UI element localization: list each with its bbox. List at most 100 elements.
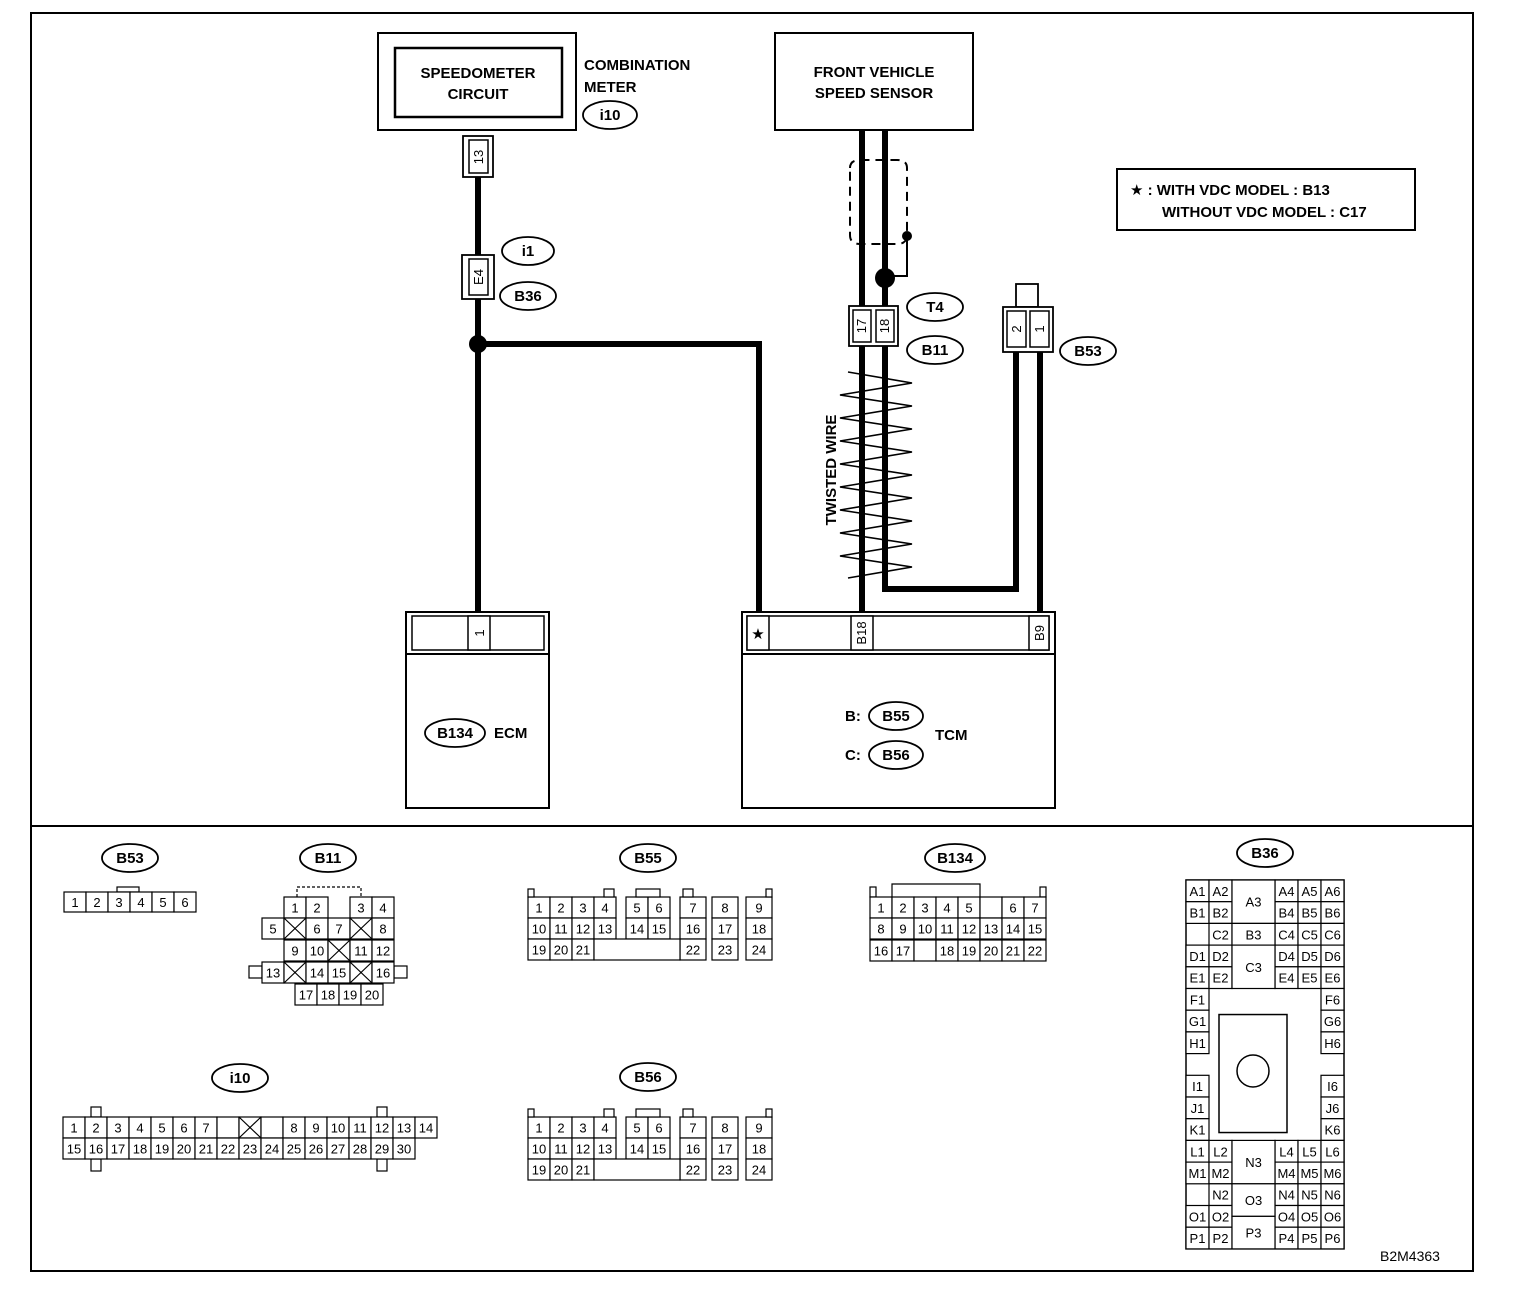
pin-cell [1185, 1031, 1210, 1055]
pin-label: O3 [1245, 1193, 1262, 1208]
pin-label: O4 [1278, 1209, 1295, 1224]
pin-label: 2 [557, 1121, 564, 1136]
pin-label: 1 [70, 1121, 77, 1136]
pin-label: 2 [313, 901, 320, 916]
pin-label: 3 [921, 901, 928, 916]
b36-tag-text: B36 [514, 288, 542, 305]
tcm-box: ★ B18 B9 B: B55 C: B56 TCM [741, 611, 1056, 809]
pin-label: 4 [943, 901, 950, 916]
splice-point [469, 335, 487, 353]
pin-label: B2 [1213, 906, 1229, 921]
pin-cell [1231, 1139, 1276, 1185]
tcm-b-label: B: [845, 708, 861, 725]
ecm-box: 1 B134 ECM [405, 611, 550, 809]
pin-label: M4 [1277, 1166, 1295, 1181]
note-line2: WITHOUT VDC MODEL : C17 [1162, 204, 1367, 221]
pin-label: O6 [1324, 1209, 1341, 1224]
pin-label: 11 [554, 922, 568, 937]
pin-label: 24 [752, 943, 766, 958]
meter-pin-13: 13 [471, 150, 486, 164]
pin-label: 6 [1009, 901, 1016, 916]
pin-label: 5 [633, 901, 640, 916]
pin-label: 5 [633, 1121, 640, 1136]
pin-label: 5 [965, 901, 972, 916]
b134-tag [424, 718, 486, 748]
pin-label: L5 [1302, 1144, 1316, 1159]
pin-label: 27 [331, 1142, 345, 1157]
pin-label: N5 [1301, 1188, 1318, 1203]
pin-label: A5 [1302, 884, 1318, 899]
face-title-tag [619, 843, 677, 873]
b36-tag [499, 281, 557, 311]
pin-label: P1 [1190, 1231, 1206, 1246]
pin-label: 14 [630, 1142, 644, 1157]
pin-label: 2 [93, 895, 100, 910]
b11-tag-text: B11 [922, 342, 949, 359]
pin-label: 18 [940, 944, 954, 959]
pin-label: 10 [918, 922, 932, 937]
pin-label: K1 [1190, 1123, 1206, 1138]
pin-label: 6 [655, 901, 662, 916]
pin-label: D1 [1189, 949, 1206, 964]
tcm-c-label: C: [845, 747, 861, 764]
pin-label: M5 [1300, 1166, 1318, 1181]
pin-label: 16 [686, 1142, 700, 1157]
pin-label: B4 [1279, 906, 1295, 921]
pin-label: 19 [532, 943, 546, 958]
pin-label: 23 [243, 1142, 257, 1157]
pin-label: 24 [752, 1163, 766, 1178]
pin-label: 16 [376, 966, 390, 981]
pin-label: 4 [601, 901, 608, 916]
pin-label: E1 [1190, 971, 1206, 986]
pin-label: 9 [755, 1121, 762, 1136]
vdc-note: ★ : WITH VDC MODEL : B13 WITHOUT VDC MOD… [1116, 168, 1416, 231]
pin-cell [414, 1116, 438, 1139]
pin-label: 13 [397, 1121, 411, 1136]
inline-connector-e4: E4 i1 B36 [461, 236, 557, 311]
pin-label: 17 [111, 1142, 125, 1157]
pin-label: 14 [1006, 922, 1020, 937]
pin-label: 16 [874, 944, 888, 959]
pin-label: 28 [353, 1142, 367, 1157]
pin-label: 15 [652, 1142, 666, 1157]
pin-label: 22 [686, 943, 700, 958]
pin-label: 1 [535, 901, 542, 916]
pin-label: 22 [221, 1142, 235, 1157]
note-line1: ★ : WITH VDC MODEL : B13 [1130, 182, 1330, 199]
pin-label: F1 [1190, 992, 1205, 1007]
pin-label: 22 [1028, 944, 1042, 959]
pin-label: 6 [181, 895, 188, 910]
pin-label: 19 [155, 1142, 169, 1157]
tcm-pin-star: ★ [751, 626, 764, 643]
pin-label: 21 [576, 943, 590, 958]
pin-label: 10 [310, 944, 324, 959]
pin-label: E2 [1213, 971, 1229, 986]
pin-label: 1 [877, 901, 884, 916]
sensor-line1: FRONT VEHICLE [814, 64, 935, 81]
pin-label: 20 [554, 943, 568, 958]
pin-cell [1231, 944, 1276, 990]
pin-label: 17 [896, 944, 910, 959]
pin-label: 5 [269, 922, 276, 937]
pin-label: P3 [1246, 1226, 1262, 1241]
pin-label: 10 [532, 922, 546, 937]
pin-label: 9 [291, 944, 298, 959]
pin-cell [1023, 939, 1047, 962]
pin-label: 11 [354, 944, 368, 959]
pin-cell [1231, 1215, 1276, 1250]
pin-cell [1320, 1226, 1345, 1250]
pin-label: 8 [721, 1121, 728, 1136]
pin-label: 18 [321, 988, 335, 1003]
twisted-wire-label: TWISTED WIRE [823, 415, 840, 526]
face-title-tag [101, 843, 159, 873]
t4-tag-text: T4 [926, 299, 944, 316]
pin-label: 15 [652, 922, 666, 937]
pin-label: 12 [375, 1121, 389, 1136]
pin-label: 11 [940, 922, 954, 937]
pin-label: 5 [158, 1121, 165, 1136]
pin-label: P6 [1325, 1231, 1341, 1246]
pin-label: N3 [1245, 1155, 1262, 1170]
